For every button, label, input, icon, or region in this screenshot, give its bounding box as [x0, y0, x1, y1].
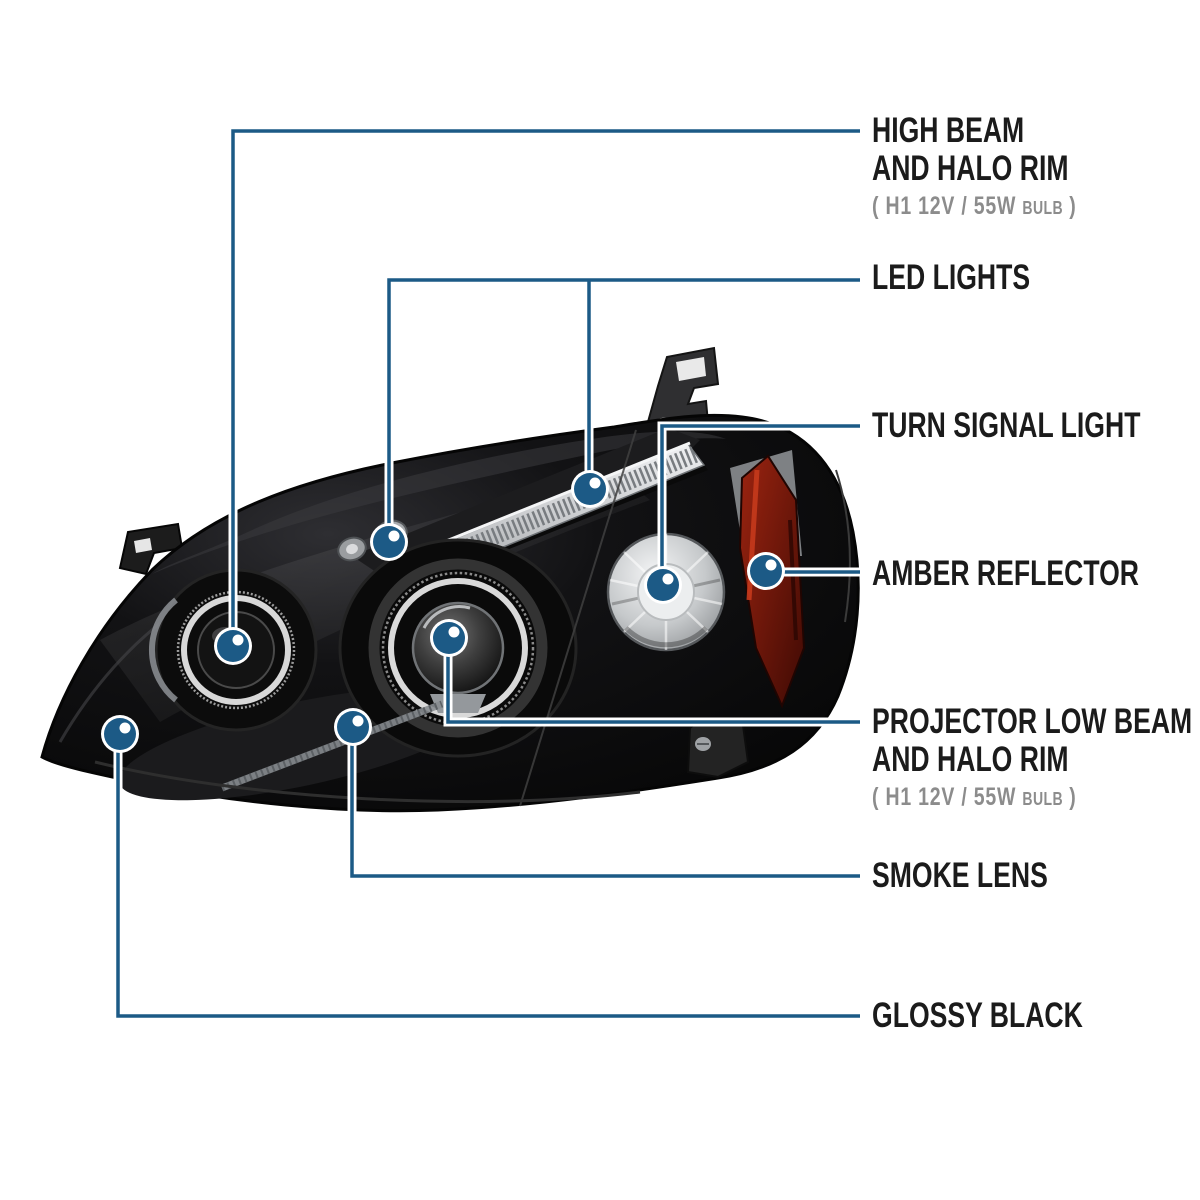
- mounting-bracket-bottom: [686, 716, 750, 779]
- callout-dot-turn-signal: [644, 566, 682, 604]
- callout-dot-low-beam: [430, 619, 468, 657]
- label-smoke-lens: SMOKE LENS: [872, 856, 1048, 895]
- callout-line-smoke: [350, 729, 860, 878]
- label-high-beam-line1: HIGH BEAM: [872, 111, 1025, 150]
- callout-dot-high-beam: [214, 627, 252, 665]
- callout-line-high-beam: [231, 129, 860, 644]
- label-high-beam-line2: AND HALO RIM: [872, 149, 1069, 188]
- label-high-beam-bulb-spec: ( H1 12V / 55W BULB ): [872, 192, 1077, 220]
- callout-line-glossy: [116, 736, 860, 1018]
- label-low-beam-bulb-spec: ( H1 12V / 55W BULB ): [872, 783, 1077, 811]
- mounting-tab-left: [118, 522, 184, 576]
- label-turn-signal: TURN SIGNAL LIGHT: [872, 406, 1141, 445]
- callout-line-turn-signal: [660, 424, 860, 582]
- callout-dot-led-bulb: [370, 523, 408, 561]
- callout-dot-amber: [747, 552, 785, 590]
- smoked-cover: [352, 428, 700, 576]
- callout-dot-led-strip: [571, 470, 609, 508]
- lower-chrome-trim: [220, 700, 444, 792]
- callout-dot-smoke: [334, 708, 372, 746]
- bottom-edge-shade: [94, 760, 641, 804]
- label-high-beam: HIGH BEAM AND HALO RIM ( H1 12V / 55W BU…: [872, 112, 1134, 223]
- label-glossy-black: GLOSSY BLACK: [872, 996, 1083, 1035]
- callout-dot-glossy: [101, 715, 139, 753]
- label-low-beam-line2: AND HALO RIM: [872, 740, 1069, 779]
- label-amber-reflector: AMBER REFLECTOR: [872, 554, 1139, 593]
- callout-line-led: [387, 278, 860, 540]
- edge-reflection-right: [835, 469, 851, 623]
- label-led-lights: LED LIGHTS: [872, 258, 1031, 297]
- headlight-illustration: [40, 346, 860, 813]
- callout-dots: [101, 470, 785, 753]
- callout-line-low-beam: [446, 640, 860, 724]
- label-projector-low-beam: PROJECTOR LOW BEAM AND HALO RIM ( H1 12V…: [872, 703, 1200, 814]
- label-low-beam-line1: PROJECTOR LOW BEAM: [872, 702, 1193, 741]
- lens-seam: [519, 429, 637, 807]
